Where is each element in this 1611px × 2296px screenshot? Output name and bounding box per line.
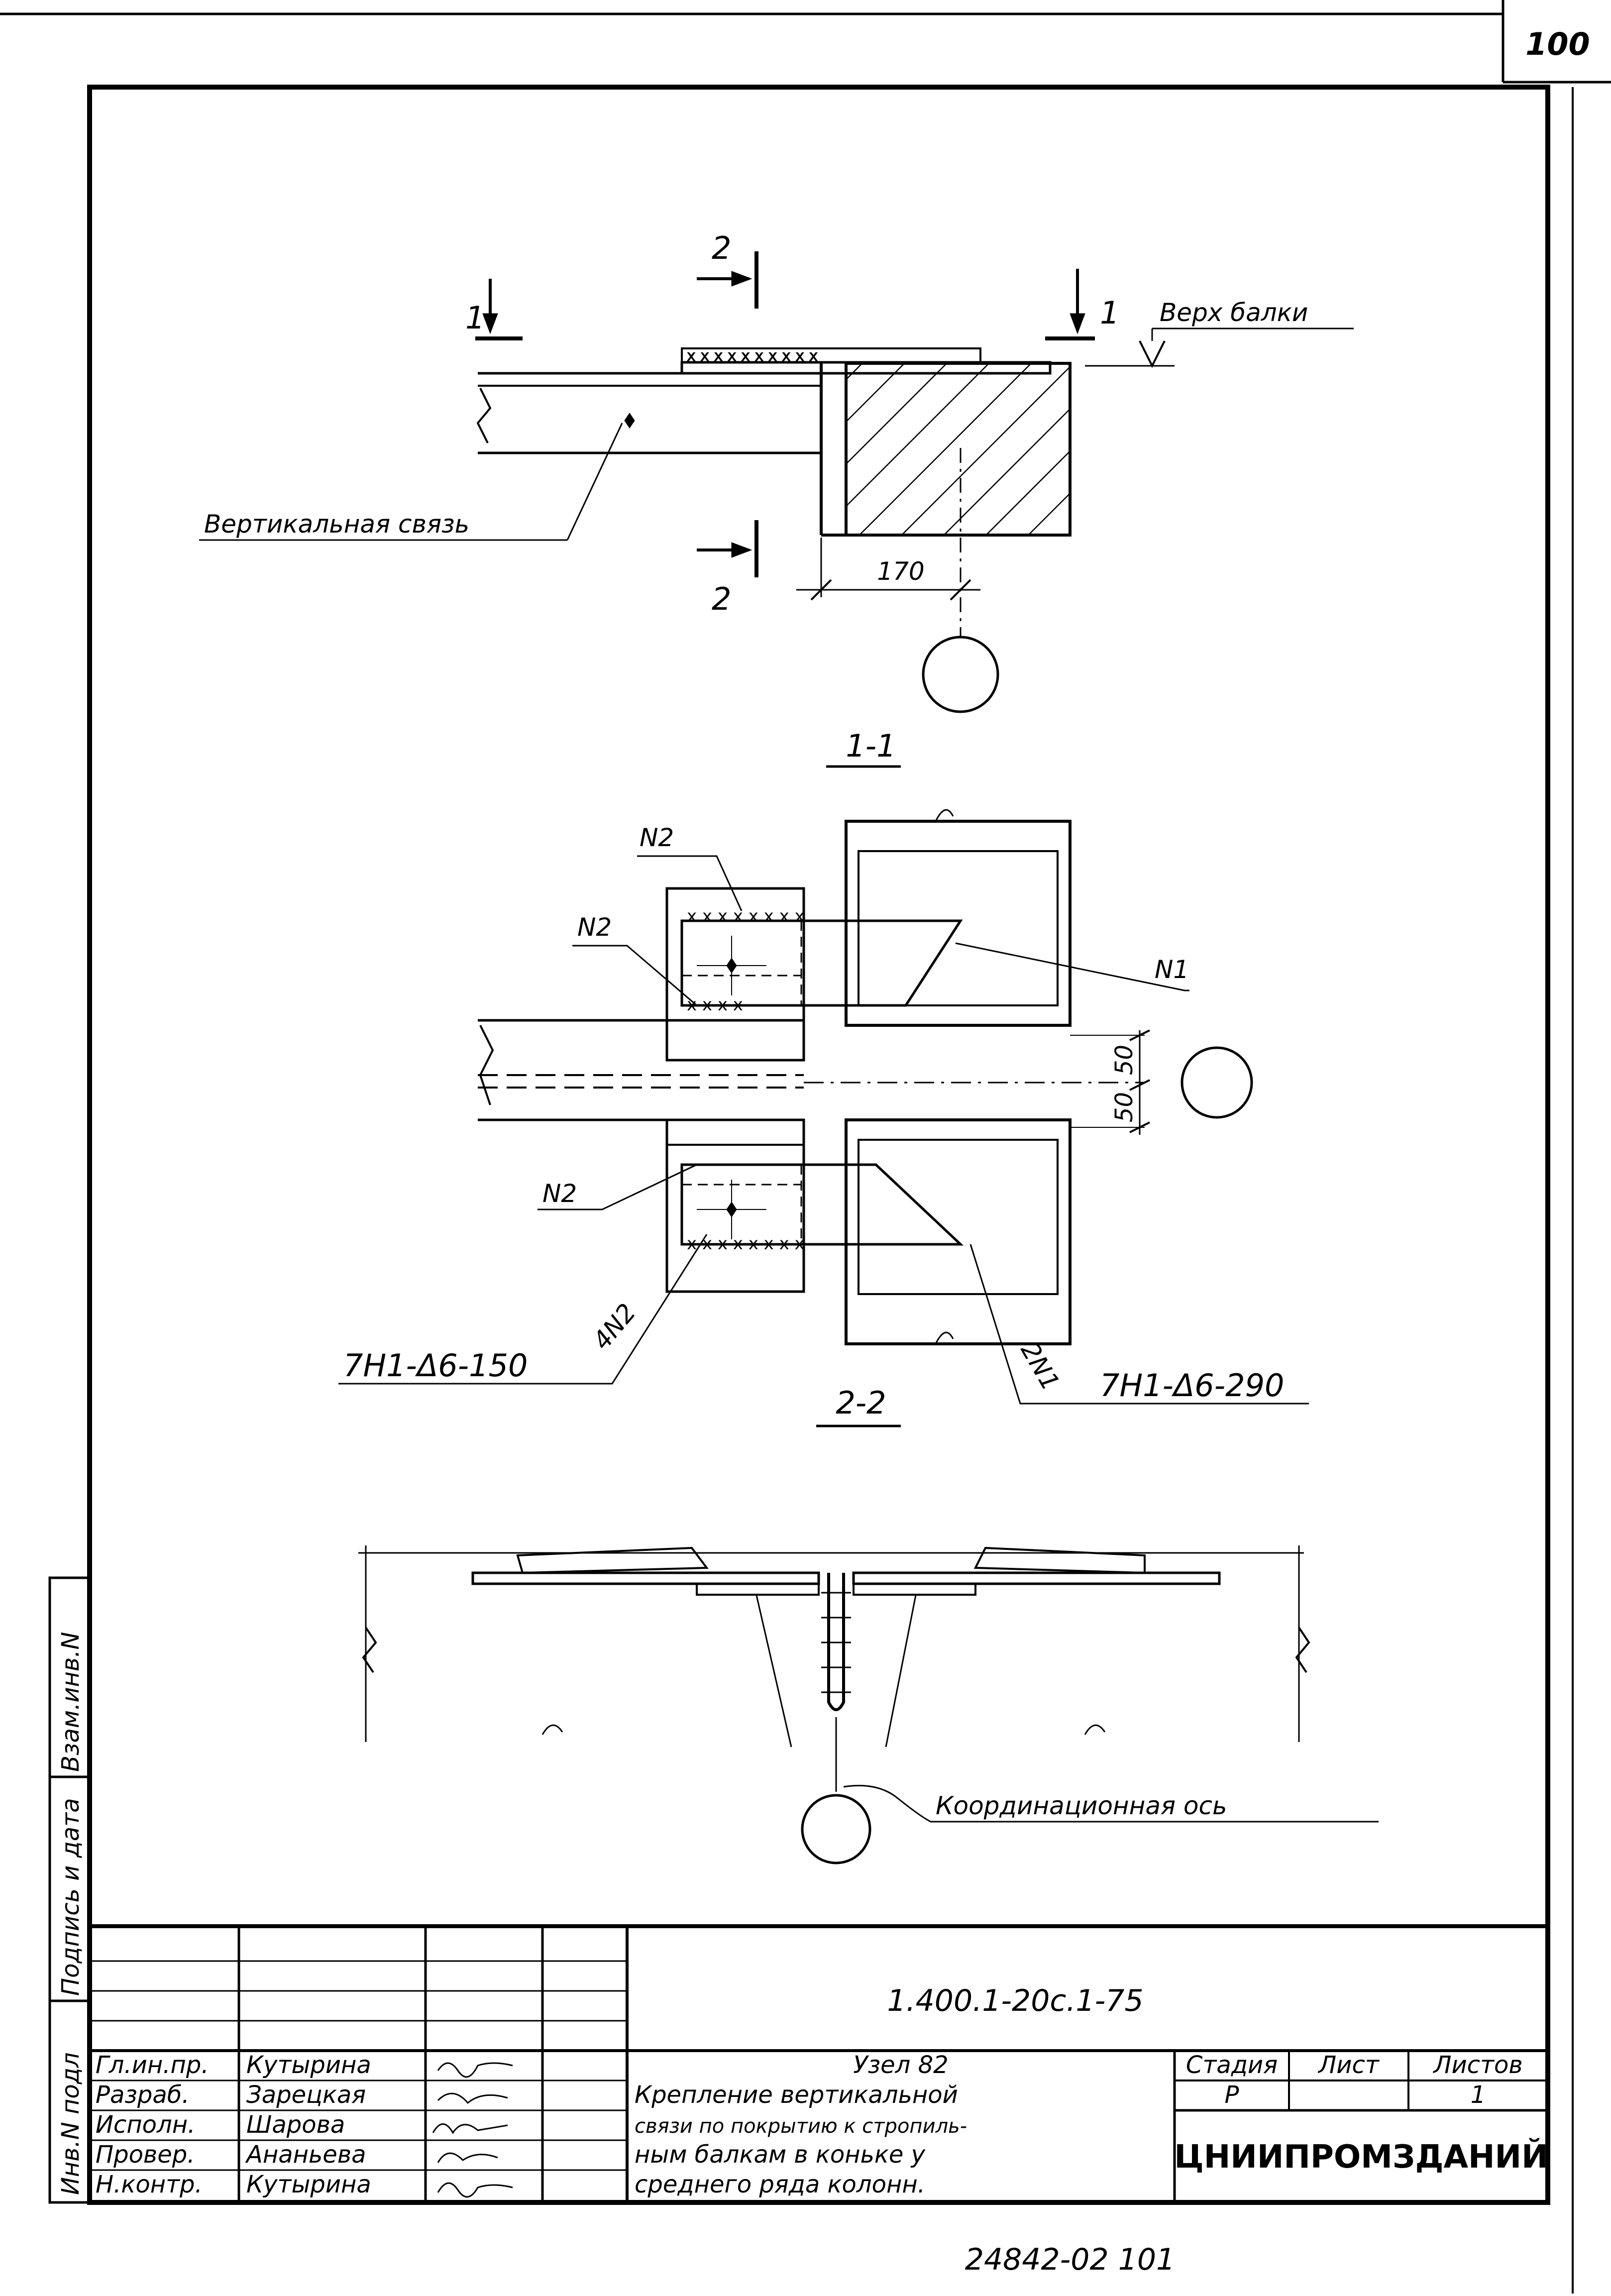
weld-marks-top: x x x x x x x x x x: [687, 347, 818, 365]
side-stamp-signature: Подпись и дата: [57, 1798, 85, 1996]
section-mark-2-bottom: 2: [712, 581, 731, 617]
coordination-axis-label: Координационная ось: [936, 1791, 1227, 1820]
bottom-page-code: 24842-02 101: [965, 2242, 1175, 2277]
page-number-corner: 100: [1525, 26, 1590, 62]
weld-marks-section-1c: x x x x x x x x: [687, 1234, 805, 1254]
section-mark-2-top: 2: [712, 230, 731, 266]
dimension-170: 170: [877, 557, 924, 586]
name-1: Кутырина: [246, 2051, 371, 2079]
role-4: Провер.: [96, 2141, 195, 2169]
label-n2-middle: N2: [577, 913, 612, 942]
side-stamp-replacement: Взам.инв.N: [57, 1632, 85, 1772]
description-line-4: среднего ряда колонн.: [635, 2171, 925, 2198]
sheet-header: Лист: [1317, 2051, 1380, 2079]
description-line-1: Крепление вертикальной: [635, 2081, 958, 2109]
section-1-1-title: 1-1: [846, 728, 896, 764]
role-1: Гл.ин.пр.: [96, 2051, 209, 2079]
name-2: Зарецкая: [246, 2081, 366, 2109]
dimension-50-bottom: 50: [1110, 1092, 1138, 1122]
dimension-50-top: 50: [1110, 1045, 1138, 1075]
description-line-2: связи по покрытию к стропиль-: [635, 2115, 967, 2138]
label-n2-lower: N2: [542, 1179, 577, 1208]
weld-marks-section-1: x x x x x x x x: [687, 906, 805, 926]
role-2: Разраб.: [96, 2081, 190, 2109]
signatures: [432, 2062, 513, 2198]
sheets-header: Листов: [1432, 2051, 1522, 2079]
label-n1: N1: [1155, 955, 1189, 984]
side-stamp-inventory: Инв.N подл: [57, 2052, 85, 2195]
top-of-beam-label: Верх балки: [1160, 298, 1308, 327]
drawing-code: 1.400.1-20с.1-75: [887, 1983, 1143, 2018]
role-5: Н.контр.: [96, 2171, 203, 2198]
node-title: Узел 82: [853, 2051, 948, 2079]
name-5: Кутырина: [246, 2171, 371, 2198]
side-stamp-block: [48, 1576, 91, 2204]
description-line-3: ным балкам в коньке у: [635, 2141, 926, 2169]
section-2-2-title: 2-2: [836, 1385, 886, 1421]
weld-callout-right-tag: 2N1: [1015, 1337, 1066, 1395]
section-mark-1-right: 1: [1100, 295, 1119, 331]
top-view: x x x x x x x x x x: [199, 251, 1354, 713]
organization: ЦНИИПРОМЗДАНИЙ: [1174, 2138, 1548, 2176]
stage-value: Р: [1225, 2081, 1239, 2109]
name-3: Шарова: [246, 2111, 345, 2139]
weld-callout-left: 7Н1-Δ6-150: [343, 1347, 528, 1384]
sheets-total: 1: [1471, 2081, 1486, 2109]
weld-marks-section-1b: x x x x: [687, 995, 743, 1015]
section-mark-1-left: 1: [465, 300, 485, 336]
weld-callout-left-tag: 4N2: [587, 1298, 642, 1355]
section-1-1-view: [338, 809, 1309, 1405]
label-n2-top: N2: [640, 823, 674, 852]
section-2-2-view: [358, 1545, 1379, 1864]
stage-header: Стадия: [1186, 2051, 1278, 2079]
vertical-brace-label: Вертикальная связь: [204, 510, 469, 539]
name-4: Ананьева: [245, 2141, 366, 2169]
weld-callout-right: 7Н1-Δ6-290: [1100, 1367, 1284, 1404]
title-block-grid: [90, 1924, 1548, 2202]
role-3: Исполн.: [96, 2111, 195, 2139]
